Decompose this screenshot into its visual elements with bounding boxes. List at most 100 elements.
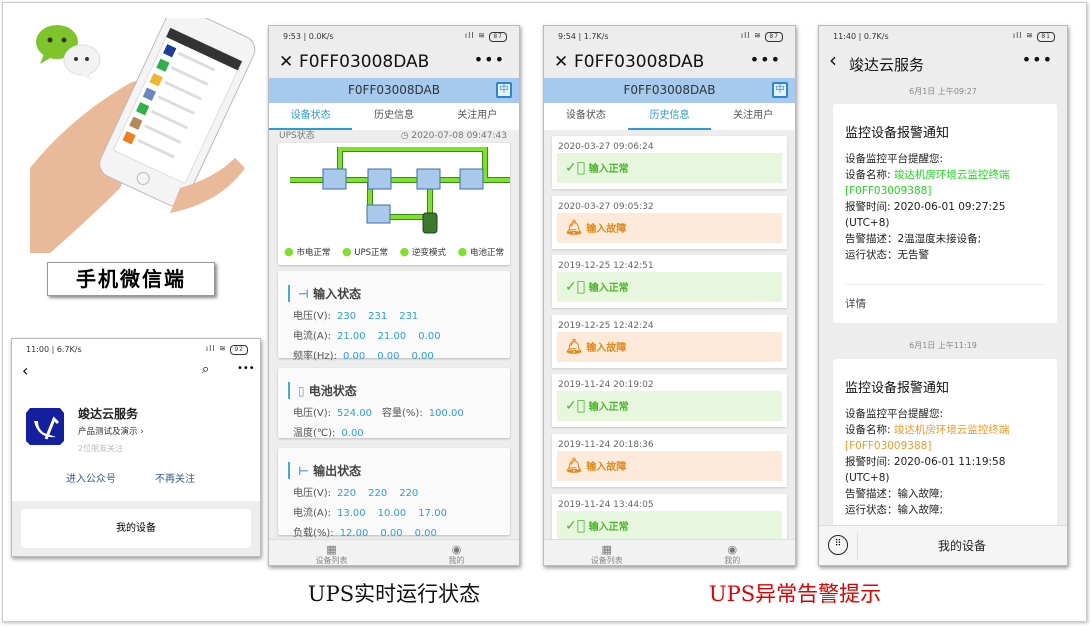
keyboard-icon[interactable]: ⠿ <box>828 535 848 555</box>
history-time: 2019-11-24 13:44:05 <box>558 499 654 510</box>
tab-history[interactable]: 历史信息 <box>627 103 712 130</box>
nav-device-list[interactable]: ▦设备列表 <box>544 540 670 565</box>
language-icon[interactable]: 中 <box>772 82 788 98</box>
load-label: 负载(%): <box>293 528 334 539</box>
history-item: 2020-03-27 09:05:32 🔔︎ 输入故障 <box>552 195 787 249</box>
alarm-time: 2020-06-01 09:27:25 <box>893 201 1006 213</box>
voltage-label: 电压(V): <box>293 311 332 322</box>
alarm-description: 2温湿度未接设备; <box>897 233 982 245</box>
label: 报警时间: <box>845 201 894 213</box>
close-icon[interactable]: ✕ <box>279 52 294 72</box>
run-state: 无告警 <box>897 249 930 261</box>
value: 0.00 <box>414 528 437 539</box>
my-devices-menu-button[interactable]: 我的设备 <box>937 539 986 553</box>
legend-label: 市电正常 <box>296 248 331 258</box>
status-legend: ● 市电正常 ● UPS正常 ● 逆变模式 ● 电池正常 <box>284 245 510 258</box>
history-item: 2019-11-24 20:18:36 🔔︎ 输入故障 <box>552 434 787 487</box>
switch-icon <box>459 168 484 190</box>
device-id: [F0FF03009388] <box>845 185 932 197</box>
check-circle-icon: ✓⃝ <box>565 398 586 415</box>
unfollow-button[interactable]: 不再关注 <box>155 474 195 485</box>
phone-in-hand-illustration <box>30 18 256 253</box>
run-state: 输入故障; <box>897 504 944 516</box>
tab-device-status[interactable]: 设备状态 <box>565 110 606 121</box>
label: 报警时间: <box>845 456 894 468</box>
check-circle-icon: ✓⃝ <box>565 279 586 296</box>
battery-indicator: 87 <box>765 32 783 42</box>
nav-label: 我的 <box>724 556 741 565</box>
friends-following: 2位朋友关注 <box>78 444 124 453</box>
history-status: 🔔︎ 输入故障 <box>557 212 782 243</box>
bottom-nav: ▦设备列表◉我的 <box>269 539 519 565</box>
tab-followers[interactable]: 关注用户 <box>733 110 774 121</box>
alert-message-card[interactable]: 监控设备报警通知 设备监控平台提醒您: 设备名称: 竣达机房环境云监控终端[F0… <box>833 104 1057 323</box>
account-description-link[interactable]: 产品测试及演示 › <box>78 427 144 437</box>
status-time: 11:00 | 6.7K/s <box>26 345 82 354</box>
inverter-icon <box>416 168 441 190</box>
more-icon[interactable]: ••• <box>749 50 781 69</box>
language-icon[interactable]: 中 <box>496 82 512 98</box>
my-devices-menu-button[interactable]: 我的设备 <box>21 509 251 548</box>
close-icon[interactable]: ✕ <box>554 52 569 72</box>
value: 0.00 <box>377 351 400 362</box>
legend-battery: ● 电池正常 <box>457 245 504 258</box>
value: 230 <box>337 311 357 322</box>
nav-me[interactable]: ◉我的 <box>670 540 796 565</box>
greeting: 设备监控平台提醒您: <box>845 153 944 165</box>
input-icon: ⊣ <box>298 287 309 301</box>
history-status: ✓⃝ 输入正常 <box>557 272 782 303</box>
check-circle-icon: ✓⃝ <box>565 160 586 176</box>
more-icon[interactable]: ••• <box>237 363 255 374</box>
tab-history[interactable]: 历史信息 <box>373 110 414 121</box>
history-item: 2019-11-24 13:44:05 ✓⃝ 输入正常 <box>552 493 787 547</box>
back-icon[interactable]: ‹ <box>829 48 837 72</box>
value: 0.00 <box>341 428 364 439</box>
history-item: 2020-03-27 09:06:24 ✓⃝ 输入正常 <box>552 136 787 189</box>
temperature-label: 温度(℃): <box>293 428 336 439</box>
ups-flow-diagram <box>290 147 510 234</box>
details-link[interactable]: 详情 <box>845 298 866 310</box>
alert-message-card[interactable]: 监控设备报警通知 设备监控平台提醒您: 设备名称: 竣达机房环境云监控终端[F0… <box>833 359 1057 539</box>
history-status: 🔔︎ 输入故障 <box>557 331 782 362</box>
label: 告警描述： <box>845 488 898 500</box>
nav-me[interactable]: ◉我的 <box>394 540 519 565</box>
search-icon[interactable]: ⌕ <box>202 362 210 377</box>
tab-followers[interactable]: 关注用户 <box>457 110 498 121</box>
history-time: 2019-11-24 20:18:36 <box>558 440 654 450</box>
label: 运行状态： <box>845 504 898 516</box>
device-id: [F0FF03009388] <box>845 440 932 452</box>
nav-device-list[interactable]: ▦设备列表 <box>269 540 394 565</box>
status-time: 11:40 | 0.7K/s <box>833 32 889 41</box>
value: 21.00 <box>377 331 407 342</box>
status-label: 输入故障 <box>586 462 627 473</box>
label: 设备名称: <box>845 424 894 436</box>
legend-label: 逆变模式 <box>411 248 446 258</box>
bell-icon: 🔔︎ <box>565 219 583 236</box>
value: 100.00 <box>428 408 464 419</box>
nav-label: 我的 <box>448 556 465 565</box>
alarm-description: 输入故障; <box>897 488 944 500</box>
greeting: 设备监控平台提醒您: <box>845 408 944 420</box>
bell-icon: 🔔︎ <box>565 338 583 355</box>
history-item: 2019-12-25 12:42:24 🔔︎ 输入故障 <box>552 314 787 368</box>
nav-label: 设备列表 <box>590 556 623 565</box>
nav-label: 设备列表 <box>315 556 348 565</box>
enter-account-button[interactable]: 进入公众号 <box>66 474 116 485</box>
history-status: ✓⃝ 输入正常 <box>557 391 782 422</box>
tab-bar: 设备状态 历史信息 关注用户 <box>269 103 519 130</box>
history-item: 2019-11-24 20:19:02 ✓⃝ 输入正常 <box>552 374 787 428</box>
alarm-time: 2020-06-01 11:19:58 <box>893 456 1006 468</box>
history-time: 2019-11-24 20:19:02 <box>558 380 654 391</box>
tab-device-status[interactable]: 设备状态 <box>269 103 353 130</box>
more-icon[interactable]: ••• <box>473 50 505 69</box>
bell-icon: 🔔︎ <box>565 458 583 474</box>
more-icon[interactable]: ••• <box>1021 50 1053 69</box>
battery-indicator: 92 <box>230 345 248 355</box>
value: 21.00 <box>337 331 366 342</box>
back-icon[interactable]: ‹ <box>22 361 29 380</box>
